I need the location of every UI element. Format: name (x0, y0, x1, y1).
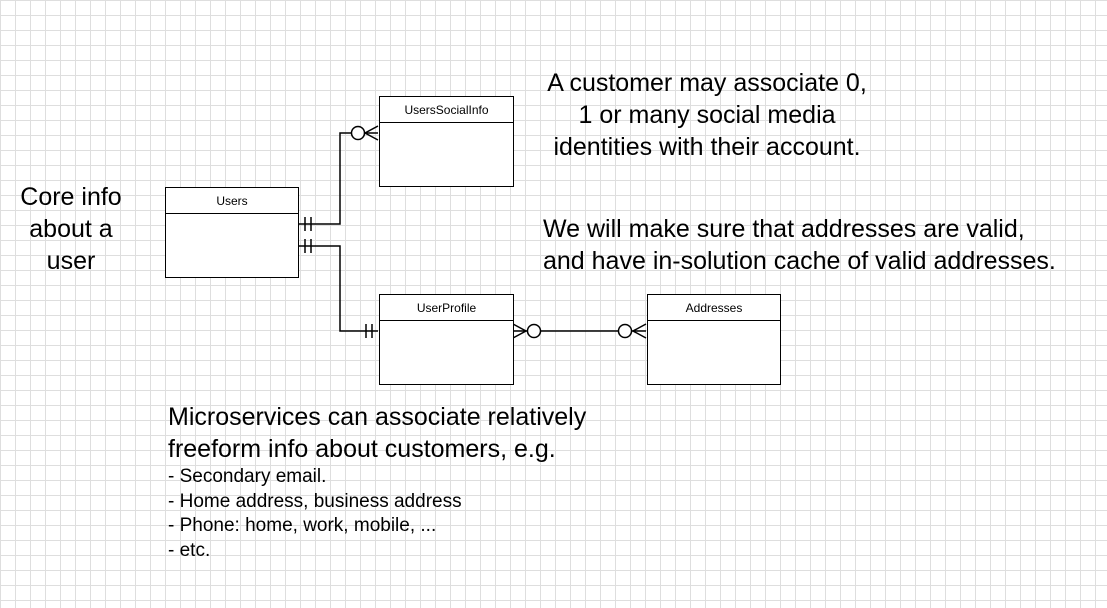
zero-mark (526, 323, 542, 339)
note-line: identities with their account. (553, 133, 861, 161)
many-mark (363, 125, 379, 141)
note-line: We will make sure that addresses are val… (543, 215, 1025, 243)
note-line: user (46, 247, 96, 275)
note-bullet: - etc. (168, 539, 211, 561)
entity-title: UsersSocialInfo (380, 97, 513, 123)
note-line: 1 or many social media (578, 101, 836, 129)
entity-users[interactable]: Users (165, 187, 299, 278)
connector-users-socialinfo (298, 132, 378, 225)
note-social-media: A customer may associate 0, 1 or many so… (527, 67, 887, 163)
many-mark (631, 323, 647, 339)
note-addresses: We will make sure that addresses are val… (543, 213, 1056, 277)
note-bullet: - Secondary email. (168, 466, 327, 487)
note-line: about a (29, 215, 113, 243)
entity-users-social-info[interactable]: UsersSocialInfo (379, 96, 514, 187)
entity-title: Addresses (648, 295, 780, 321)
zero-mark (617, 323, 633, 339)
note-bullet: - Home address, business address (168, 490, 462, 512)
zero-mark (350, 125, 366, 141)
note-line: freeform info about customers, e.g. (168, 435, 556, 463)
note-line: and have in-solution cache of valid addr… (543, 247, 1056, 275)
entity-title: UserProfile (380, 295, 513, 321)
note-core-info: Core info about a user (10, 181, 132, 277)
note-line: Microservices can associate relatively (168, 403, 587, 431)
entity-addresses[interactable]: Addresses (647, 294, 781, 385)
connector-users-userprofile (298, 245, 378, 332)
entity-title: Users (166, 188, 298, 214)
note-line: A customer may associate 0, (547, 69, 867, 97)
note-microservices: Microservices can associate relatively f… (168, 401, 586, 563)
many-mark (512, 323, 528, 339)
note-line: Core info (20, 183, 122, 211)
entity-user-profile[interactable]: UserProfile (379, 294, 514, 385)
note-bullet: - Phone: home, work, mobile, ... (168, 515, 437, 536)
